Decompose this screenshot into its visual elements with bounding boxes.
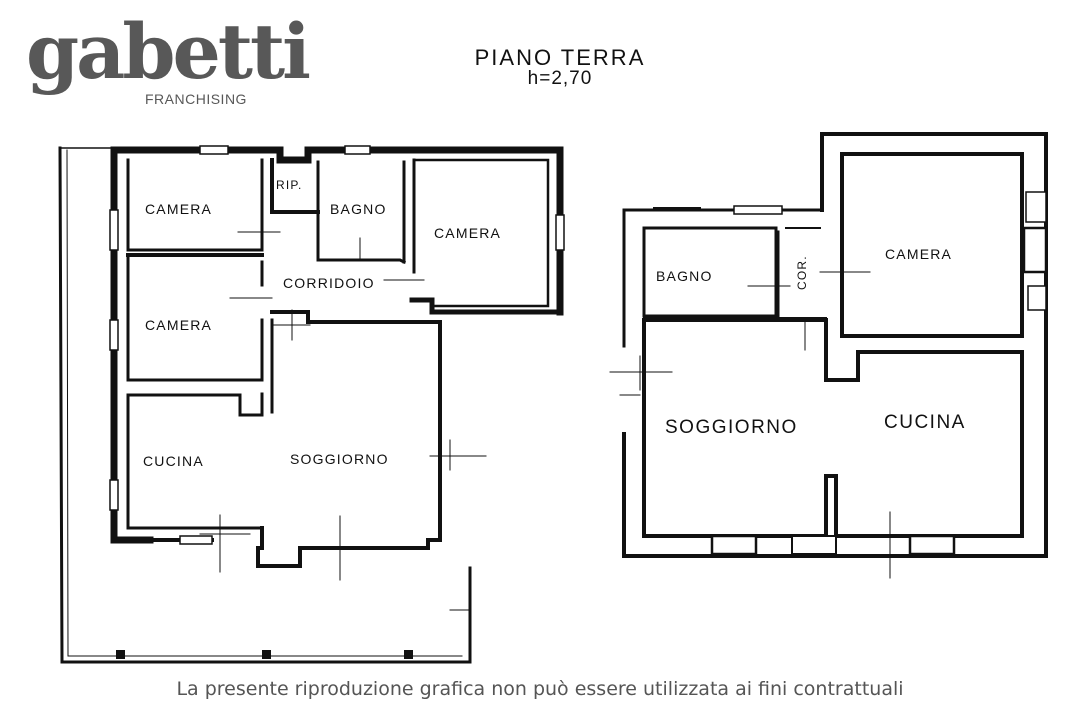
room-label-soggiorno: SOGGIORNO [665,417,798,438]
legal-disclaimer: La presente riproduzione grafica non può… [176,678,904,700]
room-label-corridoio: CORRIDOIO [283,275,375,291]
logo-subtitle: FRANCHISING [145,91,247,107]
room-label-cucina: CUCINA [143,453,204,469]
right-floor-plan [609,132,1048,579]
ceiling-height: h=2,70 [527,68,593,90]
gabetti-logo: gabetti FRANCHISING [26,14,311,108]
room-label-camera: CAMERA [434,225,501,241]
room-label-corridoio: COR. [795,255,809,290]
room-label-soggiorno: SOGGIORNO [290,451,389,467]
left-floor-plan [58,145,565,664]
room-label-camera: CAMERA [145,317,212,333]
room-label-bagno: BAGNO [656,268,713,284]
floor-name: PIANO TERRA [474,45,646,70]
pillar [404,650,413,659]
room-label-camera: CAMERA [885,246,952,262]
room-label-cucina: CUCINA [884,412,966,433]
logo-wordmark: gabetti [26,7,311,96]
room-label-ripostiglio: RIP. [276,178,303,192]
pillar [116,650,125,659]
room-label-camera: CAMERA [145,201,212,217]
plan-title: PIANO TERRA h=2,70 [430,46,690,89]
pillar [262,650,271,659]
room-label-bagno: BAGNO [330,201,387,217]
